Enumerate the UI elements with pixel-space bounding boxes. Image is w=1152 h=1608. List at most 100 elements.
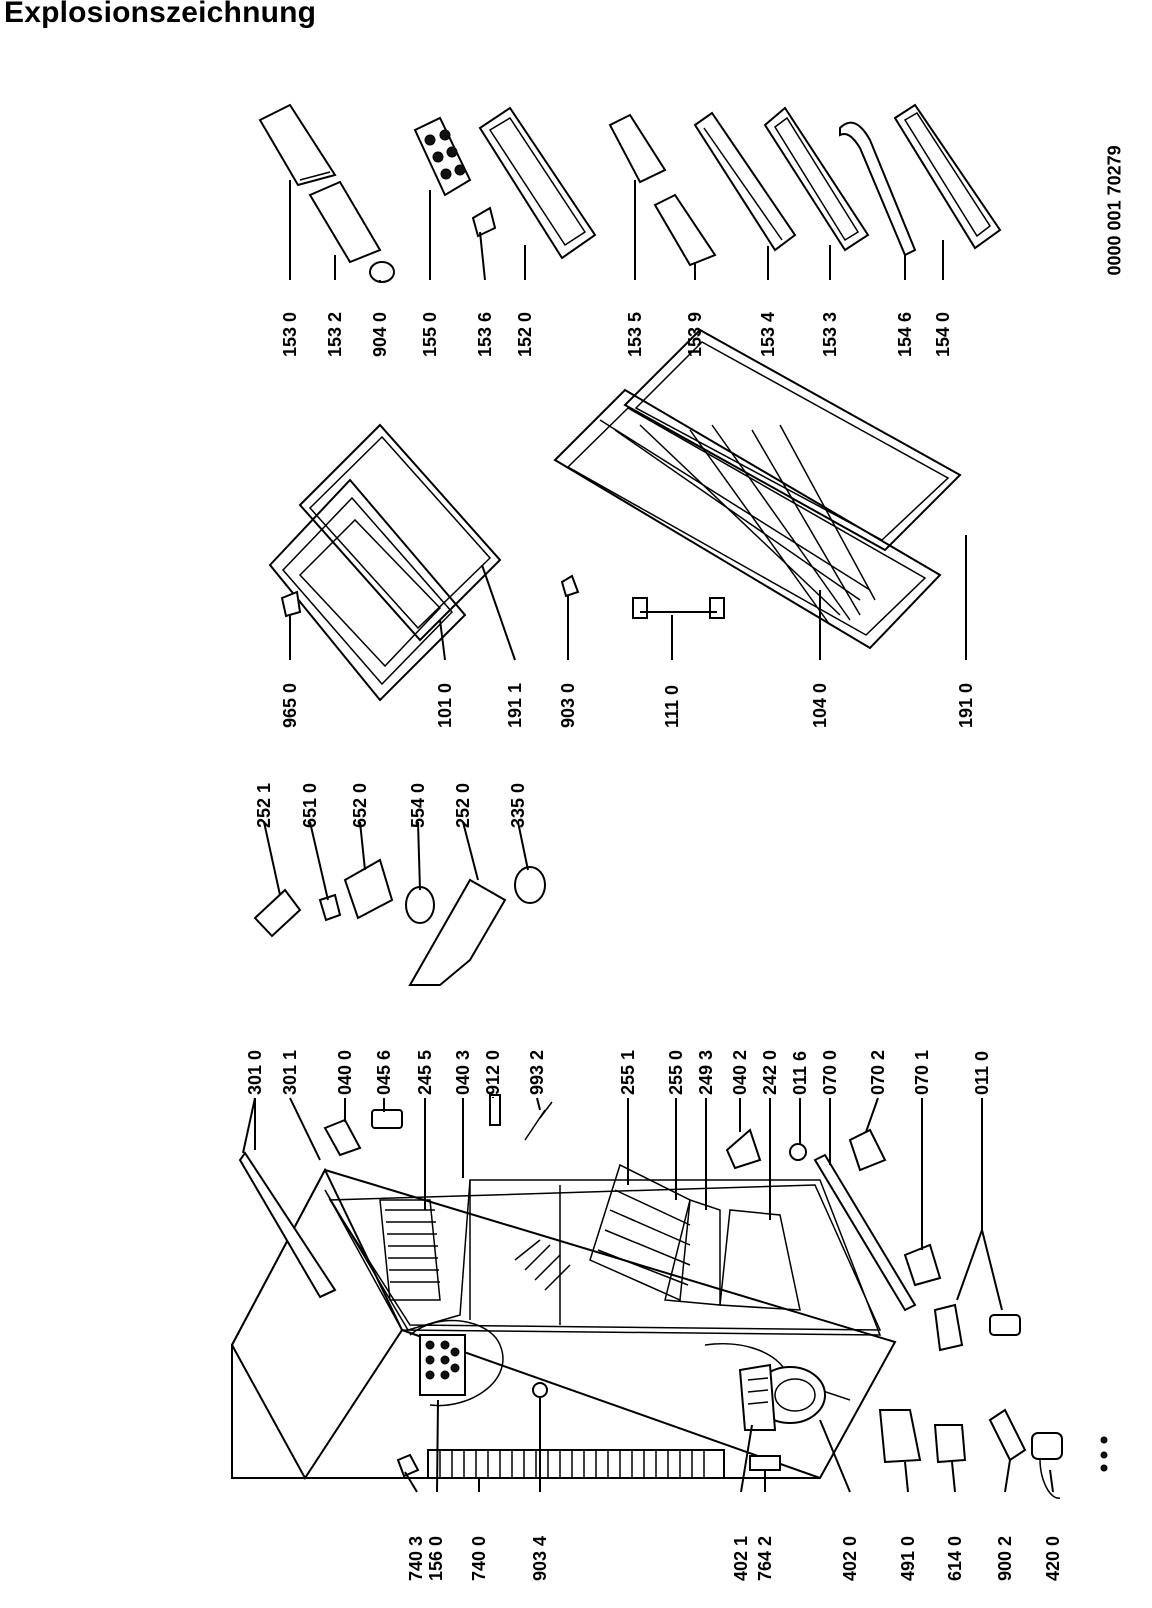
bar-1534 bbox=[693, 111, 797, 252]
label-1550: 155 0 bbox=[420, 311, 440, 357]
label-1040: 104 0 bbox=[810, 682, 830, 728]
label-4021: 402 1 bbox=[731, 1535, 751, 1581]
label-6520: 652 0 bbox=[350, 782, 370, 828]
balcony-1520 bbox=[478, 106, 597, 260]
label-1910: 191 0 bbox=[956, 682, 976, 728]
label-9034: 903 4 bbox=[530, 1535, 550, 1581]
shelf-1532 bbox=[308, 180, 382, 264]
part-1536 bbox=[471, 206, 497, 238]
label-1560: 156 0 bbox=[426, 1535, 446, 1581]
label-3010: 301 0 bbox=[245, 1049, 265, 1095]
condenser bbox=[427, 1449, 725, 1479]
label-4200: 420 0 bbox=[1043, 1535, 1063, 1581]
thermostat-group bbox=[253, 858, 546, 986]
label-2521: 252 1 bbox=[254, 782, 274, 828]
freezer-door bbox=[268, 478, 467, 702]
hinge-0702 bbox=[848, 1128, 887, 1172]
label-9002: 900 2 bbox=[995, 1535, 1015, 1581]
label-1520: 152 0 bbox=[515, 311, 535, 357]
evaporator-grid bbox=[379, 1199, 441, 1301]
foot-0110 bbox=[989, 1314, 1021, 1336]
label-6510: 651 0 bbox=[300, 782, 320, 828]
cable-9932 bbox=[524, 1101, 553, 1141]
bin-1535 bbox=[608, 113, 667, 184]
hinge-0110 bbox=[933, 1303, 964, 1352]
part-7642 bbox=[749, 1455, 781, 1471]
compressor bbox=[738, 1363, 826, 1431]
screw-9120 bbox=[489, 1094, 501, 1126]
label-0456: 045 6 bbox=[374, 1049, 394, 1095]
label-3350: 335 0 bbox=[508, 782, 528, 828]
part-9002 bbox=[988, 1408, 1027, 1462]
drain-grid bbox=[419, 1334, 466, 1396]
hinge-0402 bbox=[725, 1128, 762, 1170]
label-7403: 740 3 bbox=[406, 1535, 426, 1581]
bin-1539 bbox=[653, 193, 717, 267]
bottom-strip bbox=[813, 1153, 917, 1312]
label-9650: 965 0 bbox=[280, 682, 300, 728]
page-title: Explosionszeichnung bbox=[4, 0, 317, 29]
label-0116: 011 6 bbox=[790, 1050, 810, 1095]
foot-0116 bbox=[789, 1143, 807, 1161]
label-2493: 249 3 bbox=[696, 1049, 716, 1095]
part-9650 bbox=[280, 590, 302, 618]
label-1535: 153 5 bbox=[625, 311, 645, 357]
label-2420: 242 0 bbox=[760, 1049, 780, 1095]
label-0400: 040 0 bbox=[335, 1049, 355, 1095]
screw-9030 bbox=[560, 574, 580, 598]
label-1010: 101 0 bbox=[435, 682, 455, 728]
balcony-1540 bbox=[893, 103, 1002, 250]
label-0403: 040 3 bbox=[453, 1049, 473, 1095]
label-1536: 153 6 bbox=[475, 311, 495, 357]
label-0702: 070 2 bbox=[868, 1049, 888, 1095]
label-5540: 554 0 bbox=[408, 782, 428, 828]
label-0110: 011 0 bbox=[972, 1050, 992, 1095]
label-2551: 255 1 bbox=[618, 1049, 638, 1095]
egg-tray-1550 bbox=[413, 116, 472, 197]
label-1530: 153 0 bbox=[280, 311, 300, 357]
screw-9034 bbox=[532, 1382, 548, 1398]
label-9120: 912 0 bbox=[483, 1049, 503, 1095]
hinge-0400 bbox=[323, 1118, 362, 1157]
label-2550: 255 0 bbox=[666, 1049, 686, 1095]
label-4910: 491 0 bbox=[898, 1535, 918, 1581]
part-4200 bbox=[1031, 1432, 1063, 1499]
label-7400: 740 0 bbox=[469, 1535, 489, 1581]
label-1110: 111 0 bbox=[662, 684, 682, 728]
label-0402: 040 2 bbox=[730, 1049, 750, 1095]
bracket-1110 bbox=[632, 597, 725, 619]
label-2455: 245 5 bbox=[415, 1049, 435, 1095]
shelf-1530 bbox=[258, 103, 337, 187]
fridge-gasket bbox=[623, 328, 962, 552]
label-9030: 903 0 bbox=[558, 682, 578, 728]
part-4910 bbox=[878, 1409, 922, 1464]
part-9040 bbox=[369, 261, 395, 283]
label-7642: 764 2 bbox=[755, 1535, 775, 1581]
label-1532: 153 2 bbox=[325, 311, 345, 357]
label-0700: 070 0 bbox=[820, 1049, 840, 1095]
freezer-gasket bbox=[298, 423, 502, 642]
label-1911: 191 1 bbox=[505, 682, 525, 728]
cabinet bbox=[230, 1163, 897, 1480]
label-1540: 154 0 bbox=[933, 311, 953, 357]
pin-0456 bbox=[371, 1109, 403, 1129]
bracket-0701 bbox=[903, 1243, 942, 1287]
label-1533: 153 3 bbox=[820, 311, 840, 357]
label-3011: 301 1 bbox=[280, 1049, 300, 1095]
label-1539: 153 9 bbox=[685, 311, 705, 357]
fridge-door bbox=[553, 388, 942, 650]
label-9932: 993 2 bbox=[527, 1049, 547, 1095]
label-6140: 614 0 bbox=[945, 1535, 965, 1581]
part-7403 bbox=[396, 1453, 420, 1478]
label-1534: 153 4 bbox=[758, 311, 778, 357]
document-number: 0000 001 70279 bbox=[1104, 145, 1125, 276]
label-9040: 904 0 bbox=[370, 311, 390, 357]
balcony-1533 bbox=[763, 106, 870, 252]
label-2520: 252 0 bbox=[453, 782, 473, 828]
part-6140 bbox=[933, 1424, 967, 1464]
label-4020: 402 0 bbox=[840, 1535, 860, 1581]
label-1546: 154 6 bbox=[895, 311, 915, 357]
leader-lines bbox=[254, 180, 1054, 1493]
label-0701: 070 1 bbox=[912, 1049, 932, 1095]
